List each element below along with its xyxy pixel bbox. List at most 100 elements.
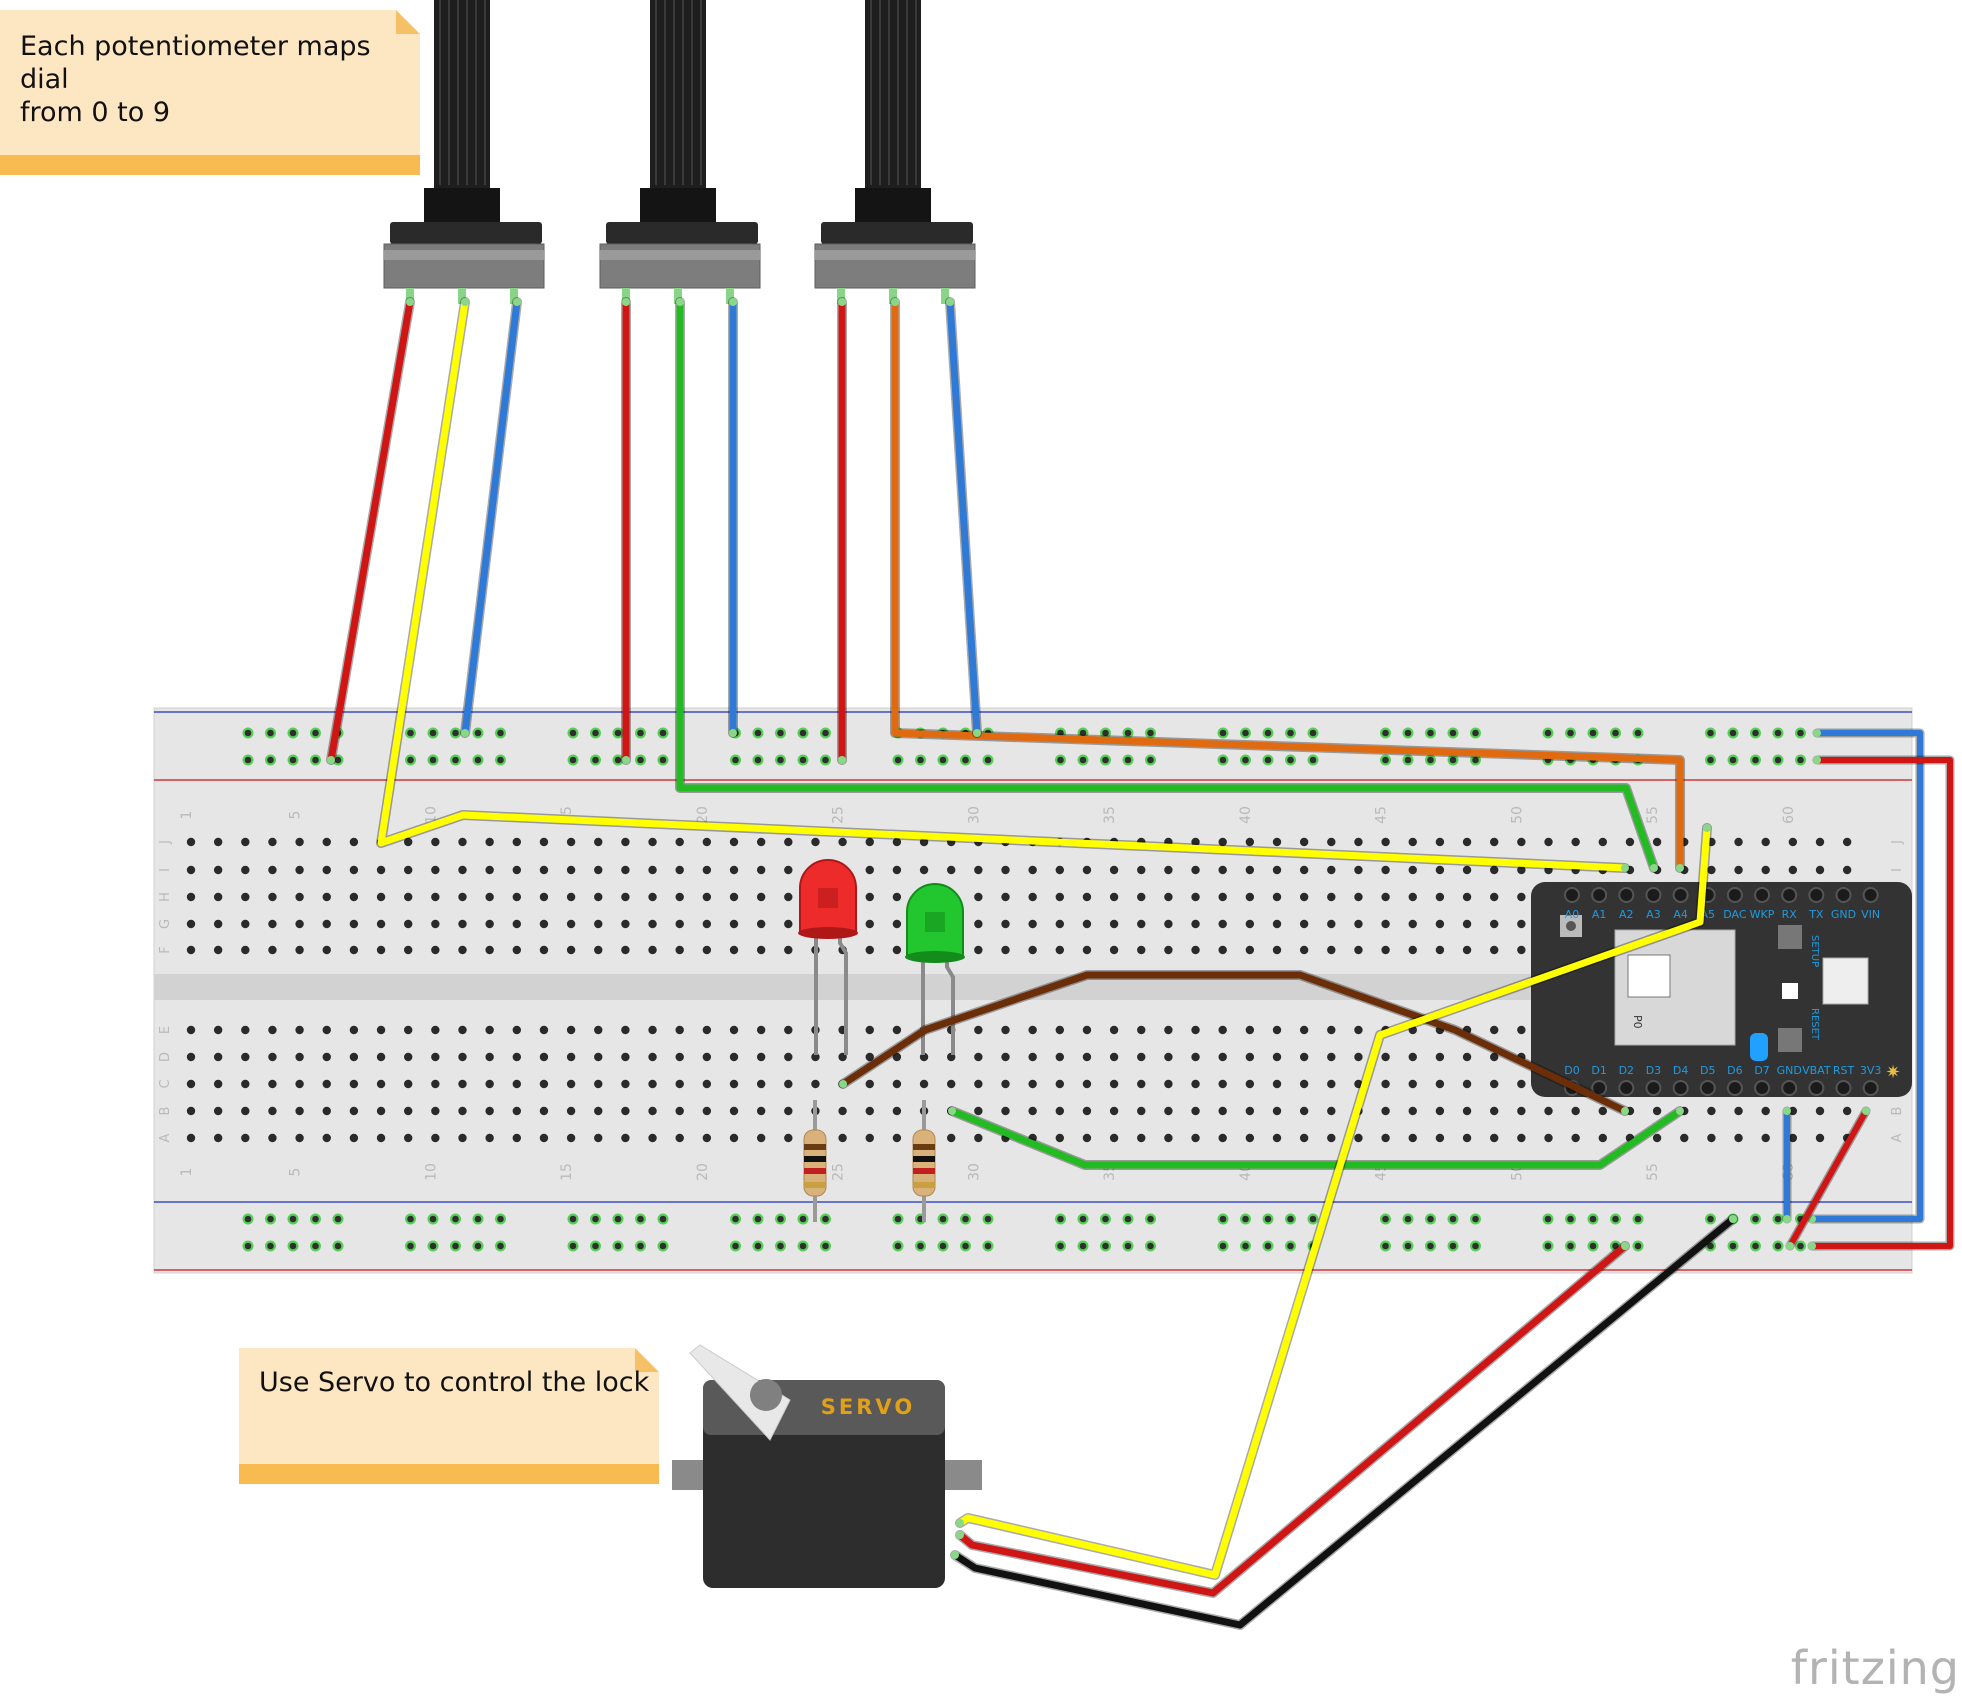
rail-hole (405, 1240, 417, 1252)
breadboard-hole (295, 945, 304, 955)
breadboard-hole (1082, 892, 1092, 902)
rail-hole (472, 754, 484, 766)
rail-hole (1704, 727, 1716, 739)
rail-hole (1749, 1240, 1761, 1252)
breadboard-hole (1571, 837, 1580, 847)
breadboard-hole (322, 1133, 331, 1143)
wire-end (948, 1107, 956, 1115)
rail-hole (657, 727, 669, 739)
breadboard-hole (756, 919, 766, 929)
mcu-bottom-pin-label: D1 (1591, 1064, 1606, 1077)
breadboard-hole (594, 865, 603, 875)
breadboard-hole (1707, 1106, 1716, 1116)
breadboard-hole (322, 865, 331, 875)
breadboard-hole (1164, 919, 1173, 929)
breadboard-hole (213, 1025, 223, 1035)
breadboard-hole (1435, 1106, 1445, 1116)
pot-pin (837, 288, 845, 304)
breadboard-hole (404, 1106, 413, 1116)
rail-hole (472, 727, 484, 739)
breadboard-hole (268, 919, 277, 929)
rail-hole (1564, 1213, 1576, 1225)
breadboard-hole (1272, 919, 1282, 929)
module-label: P0 (1631, 1015, 1644, 1029)
rail-hole (1122, 1213, 1134, 1225)
breadboard-power-rails (154, 711, 1912, 1271)
rail-hole (774, 727, 786, 739)
wire-end (1621, 1107, 1629, 1115)
breadboard-hole (1218, 837, 1227, 847)
breadboard-hole (865, 1025, 874, 1035)
mcu-antenna-pin (1566, 921, 1576, 931)
wire-end (1813, 729, 1821, 737)
breadboard-hole (648, 837, 657, 847)
pot-collar (640, 188, 716, 222)
breadboard-hole (784, 1052, 793, 1062)
breadboard-hole (349, 1106, 359, 1116)
breadboard-hole (1164, 892, 1173, 902)
rail-hole (1609, 1213, 1621, 1225)
rail-hole (982, 754, 994, 766)
breadboard-hole (1761, 837, 1770, 847)
breadboard-hole (1490, 1025, 1499, 1035)
rail-hole (1054, 754, 1066, 766)
breadboard-hole (349, 865, 359, 875)
breadboard-hole (1191, 865, 1200, 875)
breadboard-hole (485, 919, 494, 929)
note-fold (396, 10, 420, 34)
wire-pot1-yellow (377, 298, 1629, 872)
breadboard-hole (811, 837, 820, 847)
breadboard-hole (376, 1106, 386, 1116)
breadboard-hole (1517, 1079, 1526, 1089)
power-icon: ✷ (1885, 1062, 1900, 1083)
rail-hole (1379, 1213, 1391, 1225)
pot-pin (622, 288, 630, 304)
breadboard-hole (1218, 1079, 1227, 1089)
breadboard-hole (213, 892, 223, 902)
breadboard-hole (1137, 1106, 1146, 1116)
breadboard-hole (1218, 865, 1227, 875)
breadboard-hole (648, 865, 657, 875)
rail-hole (1424, 1213, 1436, 1225)
breadboard-hole (756, 1106, 766, 1116)
wire-servo-black (951, 1215, 1737, 1629)
breadboard-hole (648, 1025, 657, 1035)
column-number: 30 (966, 806, 982, 824)
breadboard-hole (268, 1079, 277, 1089)
breadboard-hole (1272, 865, 1282, 875)
breadboard-hole (1191, 919, 1200, 929)
mcu-top-pin (1645, 887, 1662, 903)
wire-end (951, 1551, 959, 1559)
rail-hole (1122, 727, 1134, 739)
mcu-top-pin-label: RX (1782, 908, 1798, 921)
led-rim (798, 927, 858, 939)
breadboard-hole (512, 1079, 521, 1089)
breadboard-hole (648, 1052, 657, 1062)
row-letter: I (158, 868, 173, 872)
servo-body (703, 1410, 945, 1588)
breadboard-hole (702, 919, 712, 929)
rail-hole (265, 1240, 277, 1252)
potentiometer-note: Each potentiometer maps dial from 0 to 9 (0, 10, 420, 175)
breadboard-hole (1598, 1133, 1608, 1143)
wire-end (1862, 1107, 1870, 1115)
rail-hole (1262, 1213, 1274, 1225)
rail-hole (472, 1213, 484, 1225)
row-letter: H (158, 892, 173, 902)
mcu-bottom-pin-label: RST (1833, 1064, 1855, 1077)
mcu-usb-port (1822, 957, 1869, 1005)
rail-hole (1122, 1240, 1134, 1252)
pot-pin (726, 288, 734, 304)
mcu-bottom-pin (1699, 1080, 1716, 1096)
breadboard-hole (1164, 1079, 1173, 1089)
breadboard-hole (756, 945, 766, 955)
rail-hole (819, 754, 831, 766)
mcu-top-pin (1591, 887, 1608, 903)
rail-hole (1772, 1213, 1784, 1225)
note-fold (635, 1348, 659, 1372)
rail-hole (1284, 1240, 1296, 1252)
breadboard-hole (865, 837, 874, 847)
breadboard-hole (1001, 892, 1010, 902)
breadboard-hole (1028, 1052, 1037, 1062)
rail-hole (450, 1213, 462, 1225)
